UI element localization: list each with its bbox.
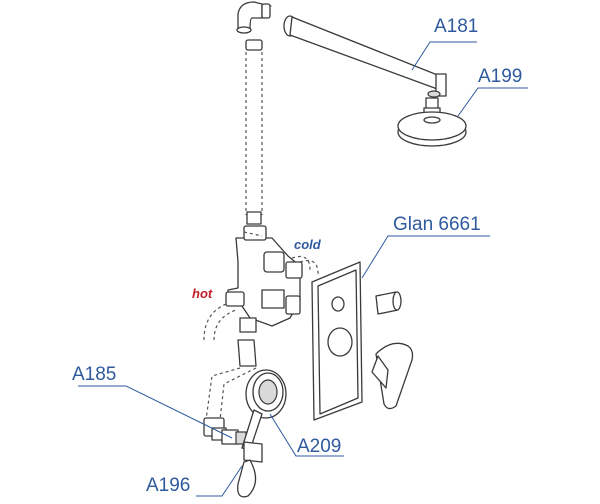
label-glan-6661: Glan 6661 [393,214,481,235]
label-a181: A181 [434,16,478,37]
outlet-pipe [203,317,257,437]
leader-lines [78,41,528,497]
lever-handle [371,342,414,410]
label-a185: A185 [72,364,116,385]
shower-arm-a181 [283,15,447,98]
riser-pipe [245,39,263,225]
hose-connector-a185 [211,427,247,445]
wall-plate-glan-6661 [311,261,363,421]
concealed-mixer-body [203,225,319,341]
hand-shower-a209 [241,369,287,451]
label-a196: A196 [146,475,190,496]
shower-head-a199 [397,97,467,147]
cartridge-cap [375,291,402,315]
label-a199: A199 [478,66,522,87]
label-a209: A209 [297,436,341,457]
hot-inlet-note: hot [192,286,213,301]
hose-holder-a196 [237,441,263,498]
cold-inlet-note: cold [294,237,322,252]
top-elbow-fitting [236,1,272,34]
